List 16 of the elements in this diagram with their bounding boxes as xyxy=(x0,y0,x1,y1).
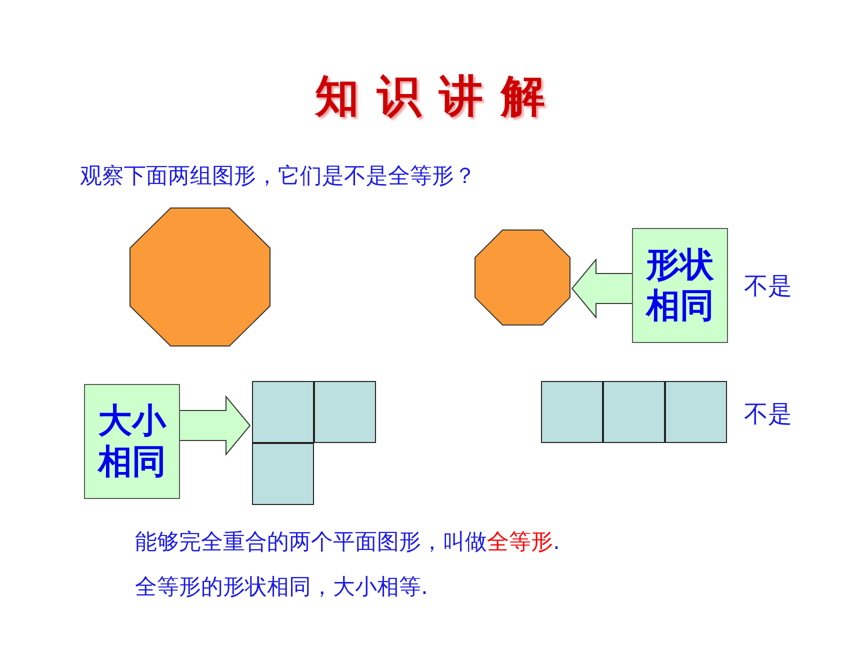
callout-box xyxy=(84,384,180,499)
title: 知识讲解 xyxy=(314,70,563,124)
callout-text: 形状相同 xyxy=(644,244,715,326)
text-line: 能够完全重合的两个平面图形，叫做全等形. xyxy=(135,529,560,557)
square-group xyxy=(541,381,727,443)
octagon-shape xyxy=(130,208,270,346)
block-arrow xyxy=(571,258,632,319)
octagon-shape xyxy=(475,230,570,325)
square-group xyxy=(252,381,376,505)
text-line: 观察下面两组图形，它们是不是全等形？ xyxy=(80,163,476,191)
callout-text: 大小相同 xyxy=(96,400,168,482)
callout-box xyxy=(632,228,728,343)
block-arrow xyxy=(180,395,251,456)
text-line: 不是 xyxy=(744,399,792,430)
text-line: 不是 xyxy=(744,271,792,302)
text-line: 全等形的形状相同，大小相等. xyxy=(135,574,428,602)
